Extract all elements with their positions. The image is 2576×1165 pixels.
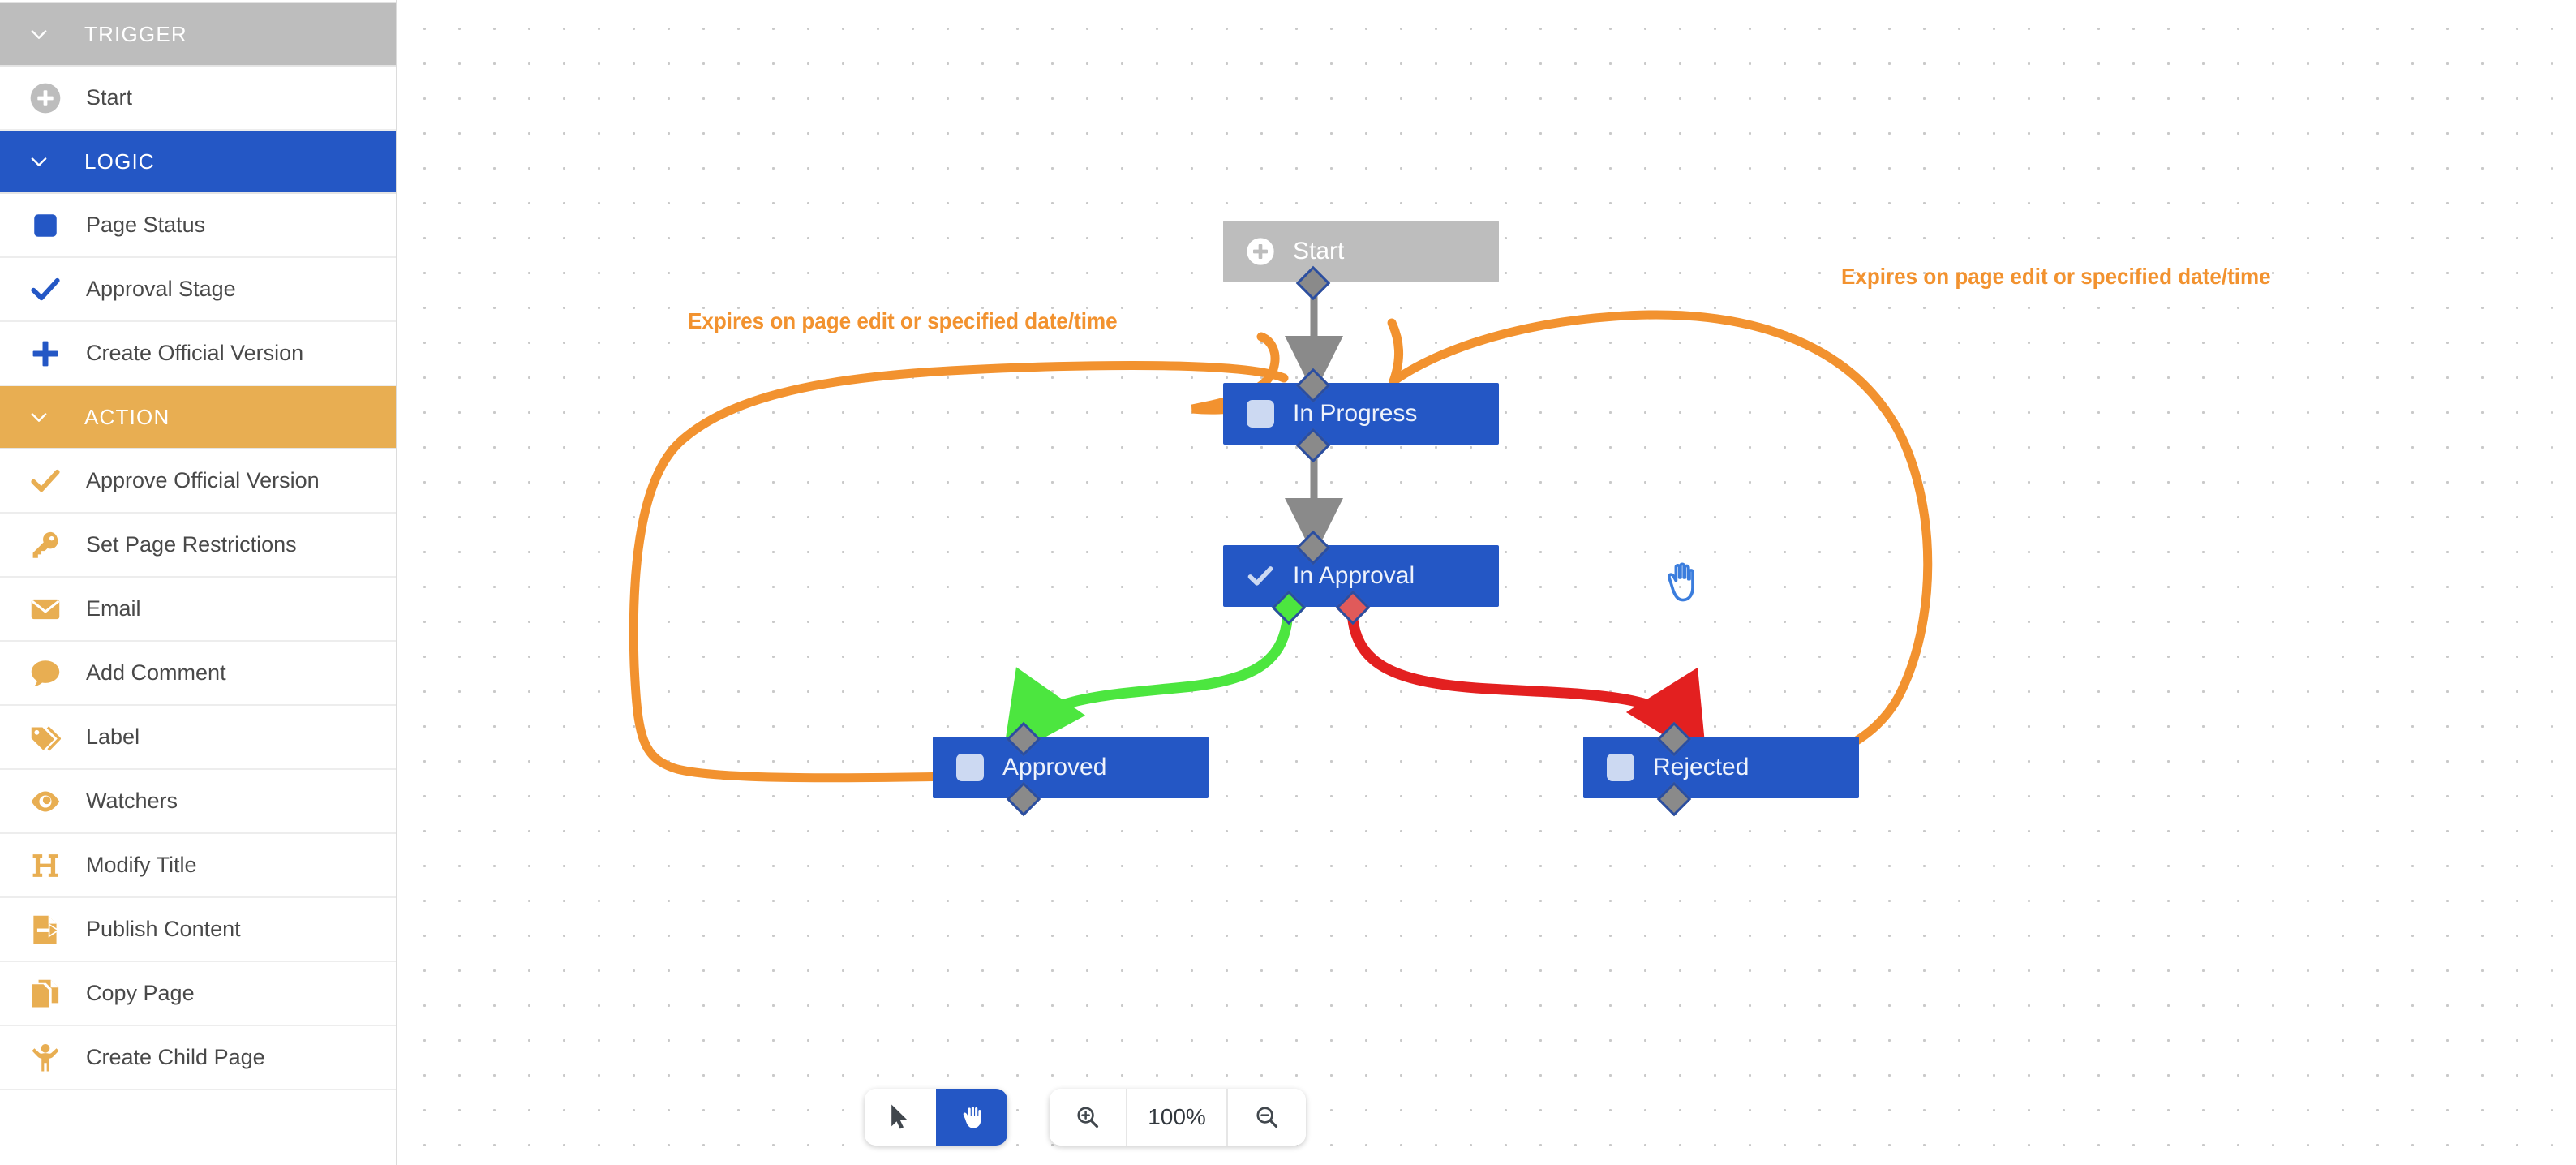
canvas-toolbar[interactable]: 100% [865, 1089, 1306, 1146]
check-icon [23, 267, 68, 312]
sidebar-item-email[interactable]: Email [0, 578, 396, 642]
sidebar-group-header-logic[interactable]: LOGIC [0, 131, 396, 194]
square-icon [1603, 750, 1638, 785]
sidebar-item-label: Start [86, 85, 133, 110]
sidebar-item-set-page-restrictions[interactable]: Set Page Restrictions [0, 514, 396, 578]
annotation-stroke-right [1389, 310, 1933, 777]
sidebar-item-label: Copy Page [86, 981, 195, 1005]
edge-inapproval-to-approved [1002, 601, 1294, 761]
heading-h-icon [23, 843, 68, 888]
sidebar-item-label[interactable]: Label [0, 706, 396, 770]
sidebar-group-header-trigger[interactable]: TRIGGER [0, 3, 396, 67]
chevron-down-icon [28, 406, 50, 428]
workflow-canvas[interactable]: Start In Progress In Approval Approved [397, 0, 2576, 1165]
edge-inapproval-to-rejected [1346, 601, 1707, 762]
sidebar-item-create-child-page[interactable]: Create Child Page [0, 1026, 396, 1090]
zoom-level-label[interactable]: 100% [1127, 1089, 1228, 1146]
hand-tool-button[interactable] [936, 1089, 1007, 1146]
node-label: Start [1293, 238, 1345, 264]
sidebar-item-start[interactable]: Start [0, 67, 396, 131]
sidebar-item-label: Set Page Restrictions [86, 532, 297, 557]
zoom-in-button[interactable] [1050, 1089, 1127, 1146]
sidebar-group-label: LOGIC [84, 148, 155, 174]
sidebar-item-label: Page Status [86, 213, 206, 237]
sidebar-item-label: Watchers [86, 789, 178, 813]
annotation-right: Expires on page edit or specified date/t… [1841, 264, 2271, 289]
square-icon [1243, 396, 1278, 432]
node-start[interactable]: Start [1223, 221, 1499, 282]
tag-icon [23, 715, 68, 760]
chevron-down-icon [28, 150, 50, 173]
envelope-icon [23, 587, 68, 632]
check-icon [23, 458, 68, 504]
node-label: Rejected [1653, 754, 1750, 780]
node-label: In Approval [1293, 562, 1415, 589]
sidebar-item-label: Label [86, 724, 140, 749]
sidebar-group-label: TRIGGER [84, 21, 187, 46]
copy-page-icon [23, 971, 68, 1017]
check-icon [1243, 558, 1278, 594]
sidebar-item-label: Approval Stage [86, 277, 236, 301]
square-icon [23, 203, 68, 248]
pointer-tool-button[interactable] [865, 1089, 936, 1146]
zoom-out-button[interactable] [1228, 1089, 1306, 1146]
sidebar-item-label: Add Comment [86, 660, 226, 685]
sidebar-item-publish-content[interactable]: Publish Content [0, 898, 396, 962]
annotation-stroke-left [629, 361, 1289, 783]
sidebar-group-header-action[interactable]: ACTION [0, 386, 396, 449]
square-icon [952, 750, 988, 785]
sidebar-item-copy-page[interactable]: Copy Page [0, 962, 396, 1026]
sidebar-item-label: Email [86, 596, 141, 621]
mouse-cursor [1664, 560, 1696, 609]
sidebar-item-label: Publish Content [86, 917, 241, 941]
annotation-left: Expires on page edit or specified date/t… [688, 308, 1118, 333]
sidebar-item-label: Modify Title [86, 853, 197, 877]
node-label: In Progress [1293, 400, 1418, 427]
plus-icon [23, 331, 68, 376]
circle-plus-icon [23, 75, 68, 121]
eye-icon [23, 779, 68, 824]
tool-mode-group[interactable] [865, 1089, 1007, 1146]
node-in-progress[interactable]: In Progress [1223, 383, 1499, 445]
sidebar-item-modify-title[interactable]: Modify Title [0, 834, 396, 898]
annotation-arrowhead-right [1387, 318, 1404, 386]
sidebar-item-approve-official-version[interactable]: Approve Official Version [0, 449, 396, 514]
zoom-group[interactable]: 100% [1050, 1089, 1306, 1146]
key-icon [23, 522, 68, 568]
node-approved[interactable]: Approved [933, 737, 1209, 798]
sidebar-item-label: Create Child Page [86, 1045, 265, 1069]
sidebar-item-approval-stage[interactable]: Approval Stage [0, 258, 396, 322]
sidebar-item-create-official-version[interactable]: Create Official Version [0, 322, 396, 386]
chevron-down-icon [28, 23, 50, 45]
node-in-approval[interactable]: In Approval [1223, 545, 1499, 607]
circle-plus-icon [1243, 234, 1278, 269]
sidebar-group-label: ACTION [84, 404, 170, 429]
person-icon [23, 1035, 68, 1081]
sidebar-item-label: Create Official Version [86, 341, 304, 365]
node-rejected[interactable]: Rejected [1583, 737, 1859, 798]
sidebar-item-label: Approve Official Version [86, 468, 320, 492]
comment-icon [23, 651, 68, 696]
page-arrow-icon [23, 907, 68, 952]
node-label: Approved [1002, 754, 1107, 780]
sidebar-item-add-comment[interactable]: Add Comment [0, 642, 396, 706]
sidebar-item-page-status[interactable]: Page Status [0, 194, 396, 258]
sidebar-item-watchers[interactable]: Watchers [0, 770, 396, 834]
sidebar-top-divider [0, 0, 396, 3]
